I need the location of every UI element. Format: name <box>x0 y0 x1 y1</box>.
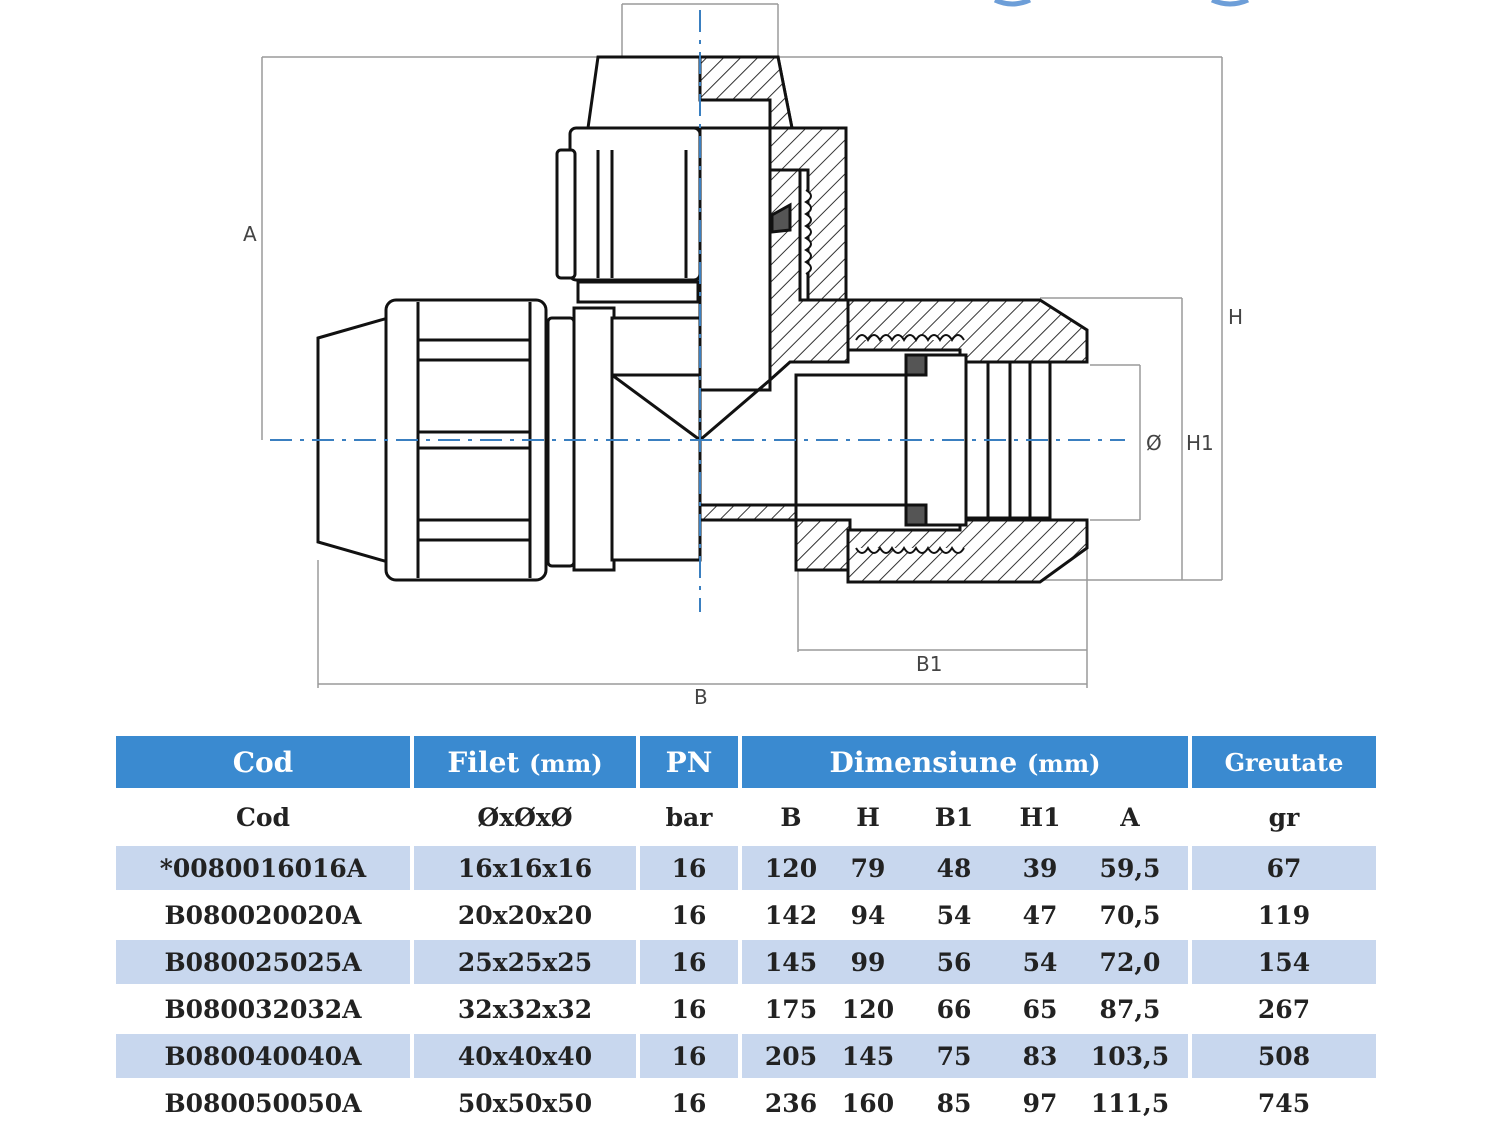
cell-h: 99 <box>850 947 886 977</box>
dim-label-diameter: Ø <box>1146 431 1162 455</box>
tee-internal-lines <box>611 373 771 442</box>
cell-filet: 40x40x40 <box>414 1034 636 1081</box>
subheader-dimensions: B H B1 H1 A <box>742 788 1188 846</box>
tee-fitting-drawing: A H H1 Ø B1 B <box>243 0 1250 709</box>
header-greutate: Greutate <box>1192 736 1376 788</box>
subheader-pn: bar <box>665 802 713 832</box>
centerlines <box>270 10 1125 612</box>
cell-b1: 56 <box>936 947 972 977</box>
cell-pn: 16 <box>640 1081 738 1128</box>
header-cod: Cod <box>116 736 410 788</box>
cell-a: 59,5 <box>1099 853 1161 883</box>
dim-label-a: A <box>243 222 257 246</box>
cell-b: 142 <box>764 900 818 930</box>
cell-b: 145 <box>764 947 818 977</box>
header-dimensiune: Dimensiune (mm) <box>742 736 1188 788</box>
dim-label-h: H <box>1228 305 1243 329</box>
cell-a: 72,0 <box>1099 947 1161 977</box>
cell-b1: 75 <box>936 1041 972 1071</box>
dim-label-b: B <box>694 685 708 709</box>
subheader-b: B <box>780 802 802 832</box>
section-hatch <box>698 55 1089 584</box>
cell-pn: 16 <box>640 940 738 987</box>
cell-greutate: 119 <box>1192 893 1376 940</box>
cell-b: 120 <box>764 853 818 883</box>
cell-b1: 66 <box>936 994 972 1024</box>
subheader-b1: B1 <box>934 802 974 832</box>
cell-b1: 54 <box>936 900 972 930</box>
thread-teeth <box>804 189 965 554</box>
cell-greutate: 508 <box>1192 1034 1376 1081</box>
cell-b: 175 <box>764 994 818 1024</box>
cell-cod: B080032032A <box>116 987 410 1034</box>
cell-h: 79 <box>850 853 886 883</box>
top-decor-arc-left <box>993 0 1032 7</box>
cell-h1: 47 <box>1022 900 1058 930</box>
cell-cod: B080040040A <box>116 1034 410 1081</box>
cell-dimensions: 205 145 75 83 103,5 <box>742 1034 1188 1081</box>
fitting-body <box>316 55 794 582</box>
cell-greutate: 745 <box>1192 1081 1376 1128</box>
cell-cod: B080025025A <box>116 940 410 987</box>
subheader-filet: ØxØxØ <box>477 802 573 832</box>
cell-cod: B080050050A <box>116 1081 410 1128</box>
cell-h: 120 <box>841 994 895 1024</box>
header-pn: PN <box>640 736 738 788</box>
cell-cod: B080020020A <box>116 893 410 940</box>
cell-cod: *0080016016A <box>116 846 410 893</box>
cell-h: 145 <box>841 1041 895 1071</box>
cell-dimensions: 142 94 54 47 70,5 <box>742 893 1188 940</box>
cell-b1: 85 <box>936 1088 972 1118</box>
cell-dimensions: 236 160 85 97 111,5 <box>742 1081 1188 1128</box>
cell-b: 205 <box>764 1041 818 1071</box>
cell-greutate: 267 <box>1192 987 1376 1034</box>
top-decor-arc-right <box>1210 0 1250 7</box>
cell-pn: 16 <box>640 987 738 1034</box>
cell-b: 236 <box>764 1088 818 1118</box>
cell-pn: 16 <box>640 1034 738 1081</box>
cell-filet: 25x25x25 <box>414 940 636 987</box>
cell-h1: 39 <box>1022 853 1058 883</box>
subheader-h1: H1 <box>1019 802 1061 832</box>
cell-pn: 16 <box>640 893 738 940</box>
cell-filet: 32x32x32 <box>414 987 636 1034</box>
cell-pn: 16 <box>640 846 738 893</box>
cell-filet: 50x50x50 <box>414 1081 636 1128</box>
cell-greutate: 154 <box>1192 940 1376 987</box>
cell-filet: 20x20x20 <box>414 893 636 940</box>
dim-label-h1: H1 <box>1186 431 1214 455</box>
cell-dimensions: 145 99 56 54 72,0 <box>742 940 1188 987</box>
cell-h1: 65 <box>1022 994 1058 1024</box>
dimension-lines <box>261 3 1223 688</box>
cell-greutate: 67 <box>1192 846 1376 893</box>
cell-h1: 83 <box>1022 1041 1058 1071</box>
subheader-a: A <box>1120 802 1140 832</box>
cell-b1: 48 <box>936 853 972 883</box>
spec-table: Cod Filet (mm) PN Dimensiune (mm) Greuta… <box>112 736 1380 1128</box>
cell-a: 87,5 <box>1099 994 1161 1024</box>
cell-h: 160 <box>841 1088 895 1118</box>
cell-h: 94 <box>850 900 886 930</box>
cell-a: 70,5 <box>1099 900 1161 930</box>
subheader-greutate: gr <box>1268 802 1300 832</box>
cell-a: 111,5 <box>1090 1088 1170 1118</box>
cell-dimensions: 175 120 66 65 87,5 <box>742 987 1188 1034</box>
cell-a: 103,5 <box>1090 1041 1170 1071</box>
cell-filet: 16x16x16 <box>414 846 636 893</box>
cell-h1: 54 <box>1022 947 1058 977</box>
cell-h1: 97 <box>1022 1088 1058 1118</box>
subheader-h: H <box>856 802 880 832</box>
dim-label-b1: B1 <box>916 652 942 676</box>
header-filet: Filet (mm) <box>414 736 636 788</box>
cell-dimensions: 120 79 48 39 59,5 <box>742 846 1188 893</box>
subheader-cod: Cod <box>235 802 291 832</box>
